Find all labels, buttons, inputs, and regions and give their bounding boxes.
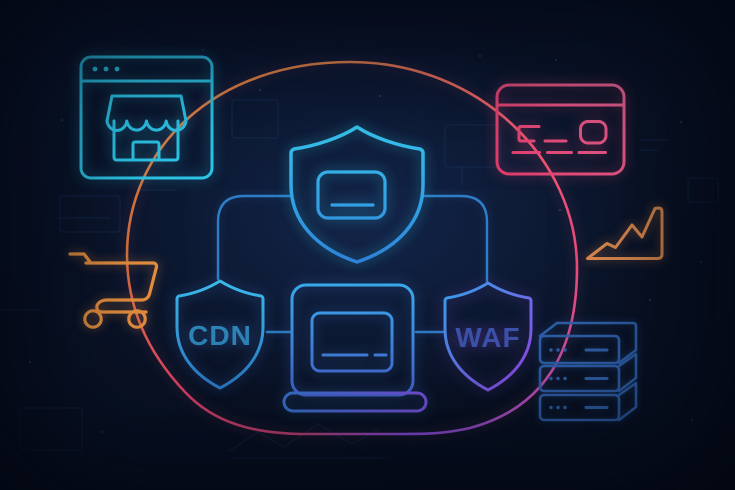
laptop-screen <box>310 311 394 373</box>
card-chip <box>517 125 541 143</box>
waf-label: WAF <box>455 322 520 353</box>
line-chart-icon <box>586 206 664 260</box>
storefront-browser-icon <box>79 55 214 180</box>
store-door <box>131 140 161 162</box>
card-ring <box>579 120 608 145</box>
store-awning <box>105 94 188 132</box>
credit-card-icon <box>495 83 626 176</box>
browser-dots <box>92 66 120 72</box>
server-leds <box>549 348 567 410</box>
background-circuits <box>0 99 719 459</box>
cdn-shield-icon: CDN <box>175 279 265 390</box>
cart-wheel <box>127 309 147 329</box>
security-shield-icon <box>289 125 425 264</box>
shopping-cart-icon <box>68 252 159 329</box>
waf-shield-icon: WAF <box>443 281 533 392</box>
cart-wheel <box>83 309 103 329</box>
server-stack-icon <box>538 321 638 422</box>
laptop-base <box>282 391 428 413</box>
cart-basket <box>84 261 159 314</box>
star-dots <box>28 48 703 434</box>
cdn-label: CDN <box>188 320 252 351</box>
shield-card <box>316 170 387 220</box>
connector-lines <box>216 194 489 334</box>
laptop-icon <box>282 283 428 413</box>
outer-ring <box>125 60 579 436</box>
